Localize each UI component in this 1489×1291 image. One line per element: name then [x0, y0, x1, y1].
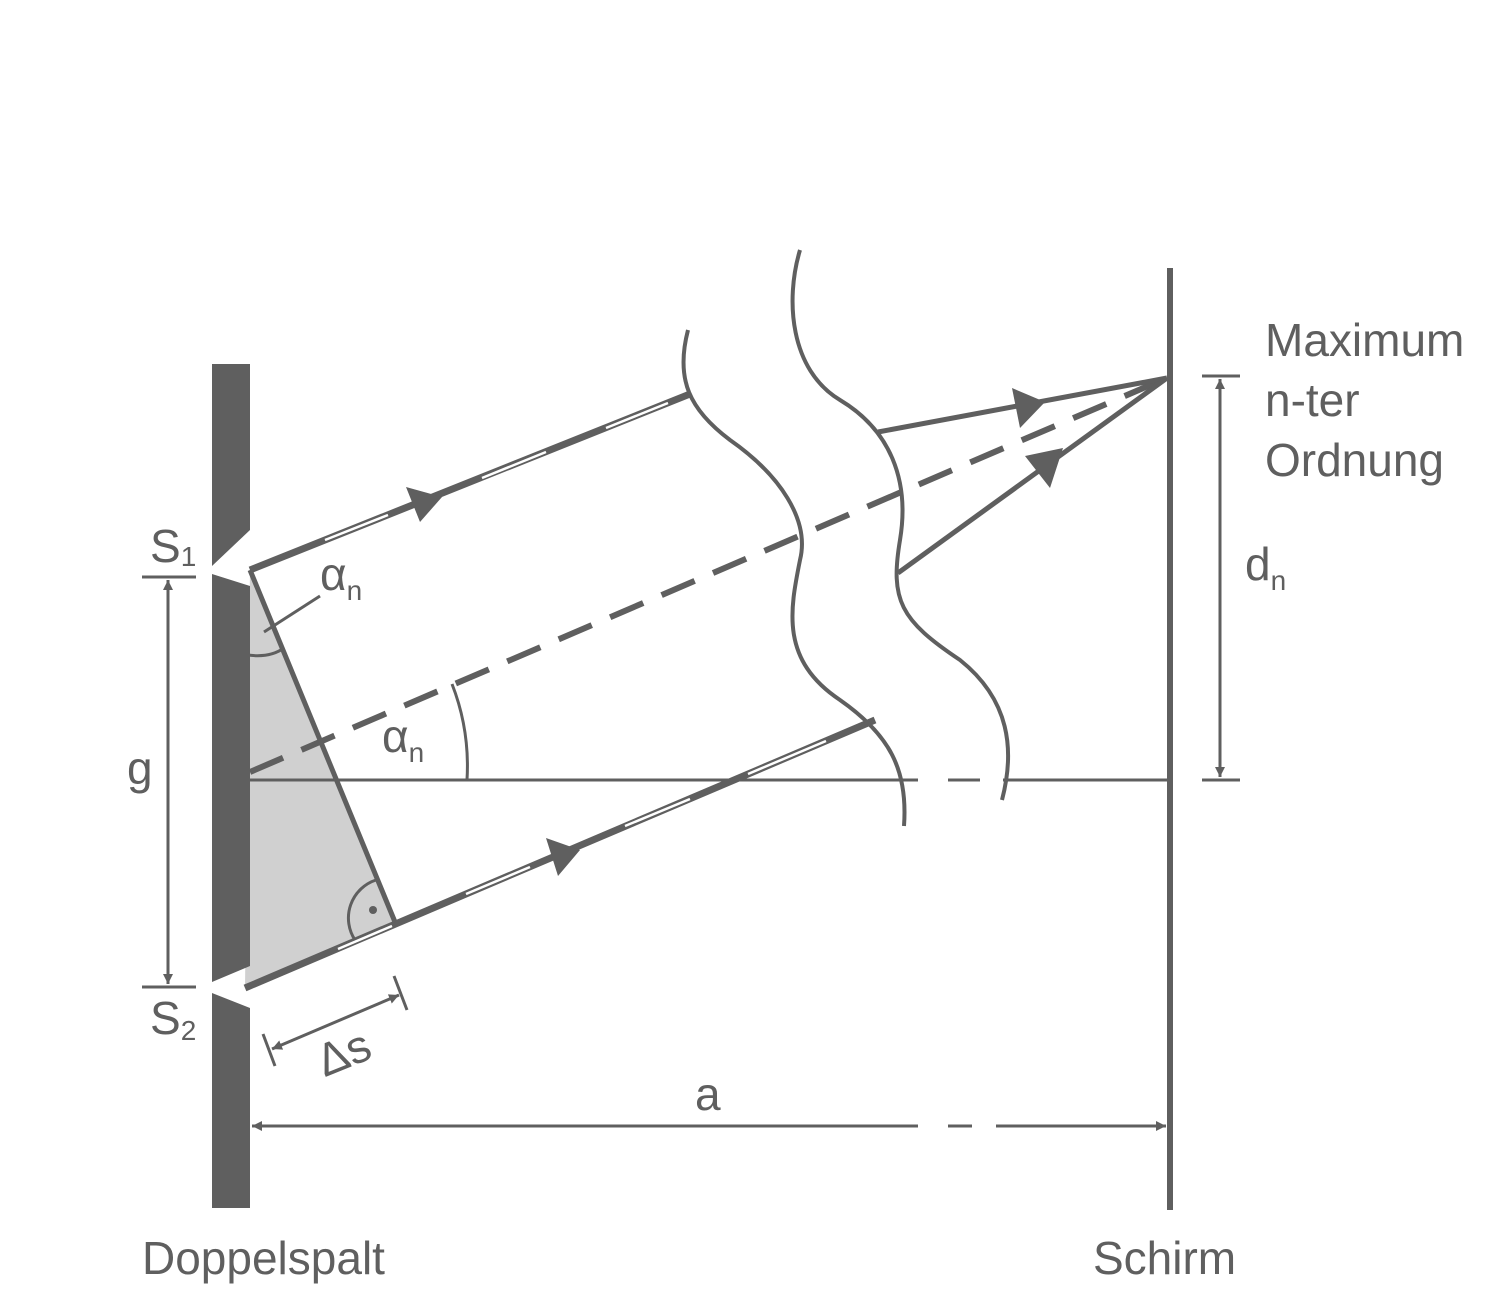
angle-arc-top	[247, 646, 285, 658]
maximum-label-line3: Ordnung	[1265, 434, 1444, 486]
distance-label: a	[695, 1068, 721, 1120]
right-angle-arc	[346, 878, 377, 941]
maximum-label-line1: Maximum	[1265, 314, 1464, 366]
wall-middle-segment	[212, 574, 250, 982]
converging-rays	[877, 375, 1169, 576]
ray-s1-arrow	[406, 487, 442, 522]
slit2-label: S2	[150, 992, 196, 1046]
slit-spacing-label: g	[127, 742, 153, 794]
angle-label-axis: αn	[382, 710, 424, 768]
angle-top-pointer	[263, 594, 321, 634]
labels: S1 S2 g αn αn Δs a dn Maximum n-ter Ordn…	[127, 314, 1464, 1284]
screen-label: Schirm	[1093, 1232, 1236, 1284]
path-difference-dimension	[261, 975, 409, 1067]
slit-spacing-dimension	[142, 575, 196, 989]
displacement-label: dn	[1245, 538, 1286, 596]
angle-arc-axis	[450, 683, 469, 781]
ray-s2-arrow	[546, 838, 580, 876]
double-slit-label: Doppelspalt	[142, 1232, 385, 1284]
right-angle-dot	[369, 906, 377, 914]
slit1-label: S1	[150, 520, 196, 572]
ray-from-s2	[243, 716, 877, 992]
maximum-label-line2: n-ter	[1265, 374, 1360, 426]
displacement-dimension	[1202, 374, 1240, 782]
perpendicular-line	[247, 569, 398, 923]
double-slit-wall	[212, 364, 250, 1208]
wall-bottom-segment	[212, 993, 250, 1208]
converging-arrow-upper	[1012, 388, 1045, 428]
ray-from-s1	[248, 390, 692, 574]
wavy-break-lines	[681, 249, 1011, 827]
wall-top-segment	[212, 364, 250, 566]
converging-arrow-lower	[1025, 448, 1063, 488]
angle-label-top: αn	[320, 548, 362, 606]
